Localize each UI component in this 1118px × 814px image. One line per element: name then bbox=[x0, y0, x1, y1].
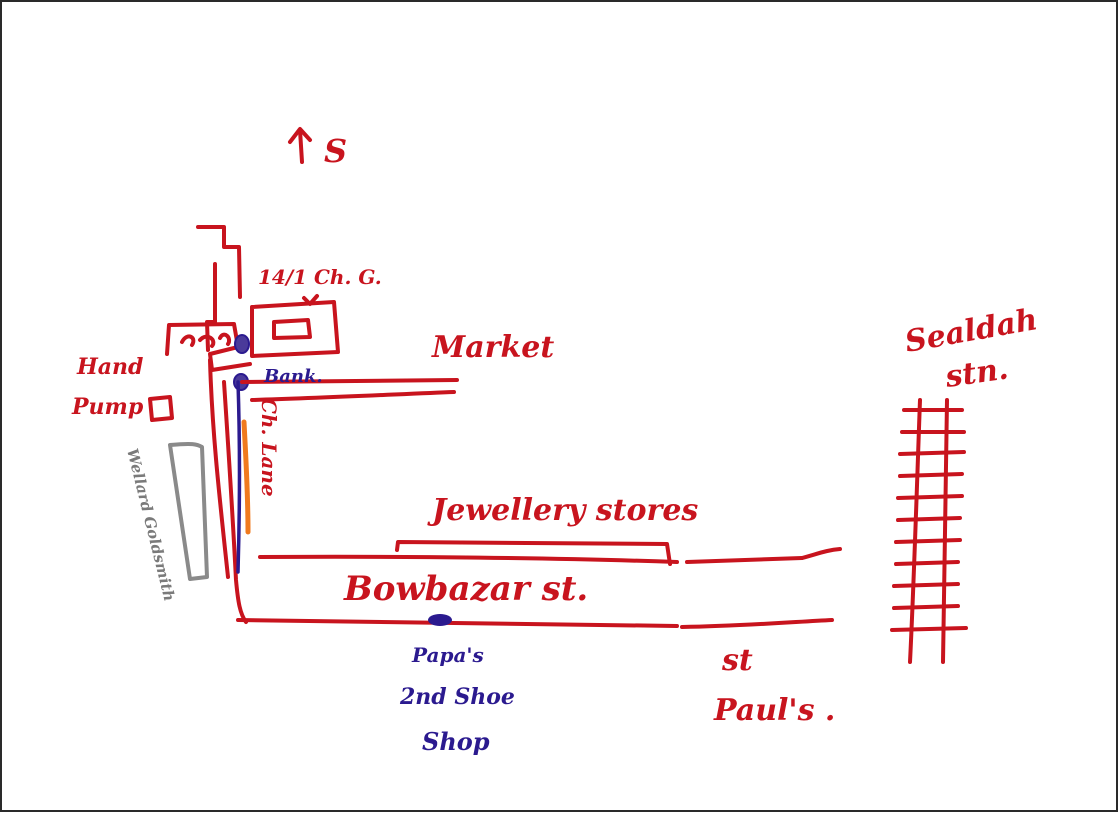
market-road bbox=[240, 378, 459, 402]
bowbazar-label: Bowbazar st. bbox=[343, 569, 588, 609]
stpaul-label-2: Paul's . bbox=[713, 693, 835, 728]
building-outline bbox=[165, 225, 340, 372]
jewellery-label: Jewellery stores bbox=[427, 493, 698, 528]
stpaul-label-1: st bbox=[721, 643, 753, 678]
ch-lane-label: Ch. Lane bbox=[257, 398, 281, 497]
compass-arrow-icon bbox=[288, 127, 312, 164]
wellard-label: Wellard Goldsmith bbox=[123, 447, 178, 603]
papa-label-3: Shop bbox=[422, 727, 490, 756]
compass-label: S bbox=[324, 132, 347, 170]
hand-pump-label-2: Pump bbox=[71, 394, 144, 420]
papa-label-2: 2nd Shoe bbox=[399, 684, 515, 710]
bowbazar-road bbox=[236, 547, 842, 629]
ch-lane-road bbox=[208, 358, 251, 624]
hand-pump-label-1: Hand bbox=[76, 354, 143, 380]
papa-shop-marker-icon bbox=[428, 614, 452, 626]
papa-label-1: Papa's bbox=[411, 643, 484, 667]
market-label: Market bbox=[431, 330, 554, 365]
sealdah-label-1: Sealdah bbox=[902, 302, 1040, 360]
railway-tracks-icon bbox=[890, 398, 968, 664]
bank-label: Bank. bbox=[263, 366, 323, 387]
wellard-shop-outline bbox=[168, 441, 209, 581]
sealdah-label-2: stn. bbox=[942, 351, 1010, 395]
jewellery-bracket bbox=[395, 540, 672, 566]
hand-pump-icon bbox=[148, 395, 174, 422]
chg-label: 14/1 Ch. G. bbox=[258, 265, 382, 289]
